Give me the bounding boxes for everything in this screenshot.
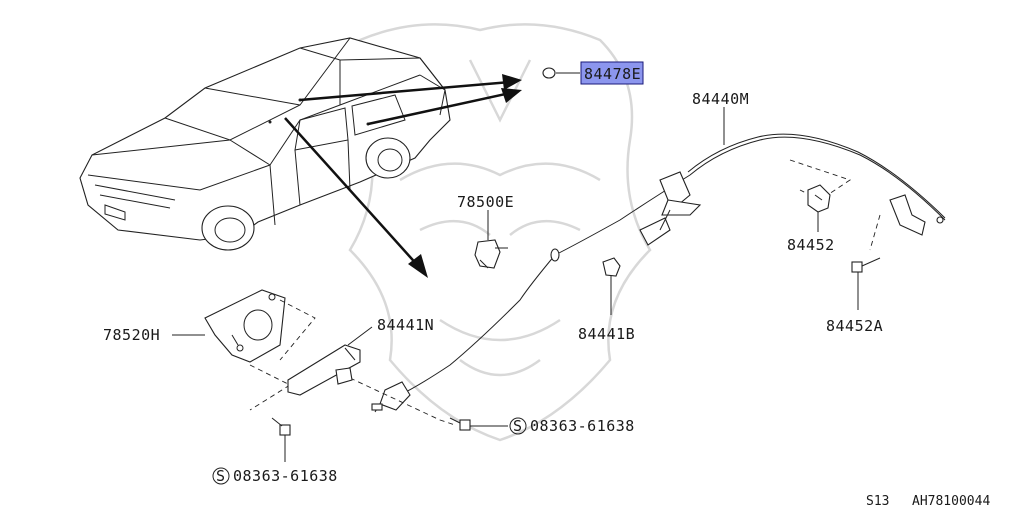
clip-84452 — [807, 184, 831, 232]
screw-symbol-right: S — [513, 417, 523, 435]
clip-84441B — [602, 257, 621, 315]
callout-84441N[interactable]: 84441N — [377, 316, 434, 334]
callout-bolt-bottom[interactable]: 08363-61638 — [233, 467, 338, 485]
bracket-78520H — [172, 289, 286, 363]
bolt-right — [449, 417, 527, 435]
highlight-84478E — [580, 61, 644, 85]
bolt-bottom — [212, 417, 291, 485]
grommet-84478E — [542, 67, 580, 79]
car-illustration — [79, 37, 451, 251]
callout-bolt-right[interactable]: 08363-61638 — [530, 417, 635, 435]
callout-84440M[interactable]: 84440M — [692, 90, 749, 108]
callout-84478E[interactable]: 84478E — [584, 65, 641, 83]
bolt-84452A — [851, 257, 881, 310]
callout-78500E[interactable]: 78500E — [457, 193, 514, 211]
watermark — [348, 23, 652, 442]
footer-model: S13 — [866, 494, 889, 509]
lever-84441N — [287, 326, 373, 396]
screw-symbol-bottom: S — [216, 467, 226, 485]
callout-84452[interactable]: 84452 — [787, 236, 835, 254]
callout-84452A[interactable]: 84452A — [826, 317, 883, 335]
footer-code: AH78100044 — [912, 494, 990, 509]
locator-arrows — [284, 74, 522, 278]
callout-84441B[interactable]: 84441B — [578, 325, 635, 343]
callout-78520H[interactable]: 78520H — [103, 326, 160, 344]
cable-84440M — [371, 107, 946, 413]
clip-78500E — [474, 210, 508, 269]
